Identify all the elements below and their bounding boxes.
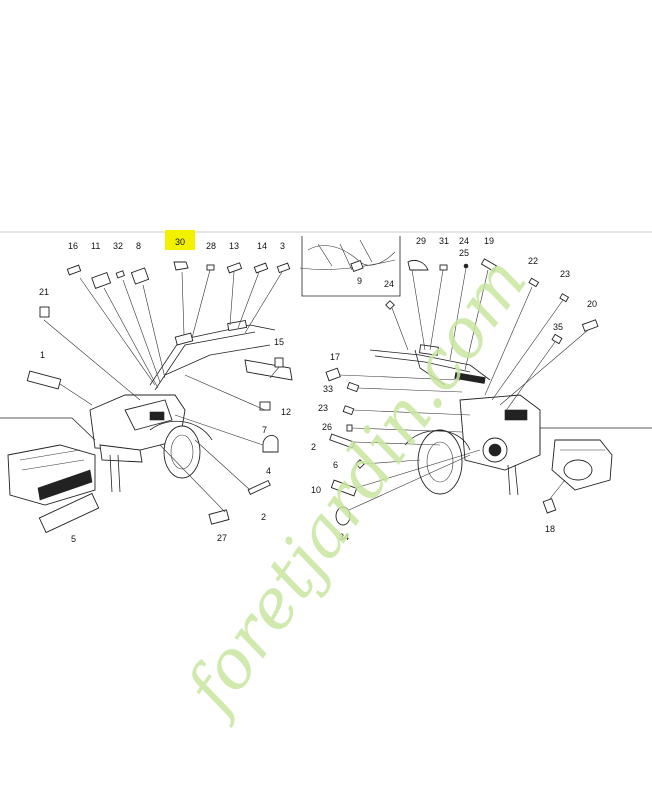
callout-2-left: 2 <box>261 512 266 522</box>
callout-26: 26 <box>322 422 332 432</box>
callout-31: 31 <box>439 236 449 246</box>
callout-2-right: 2 <box>311 442 316 452</box>
callout-labels: 16 11 32 8 30 28 13 14 3 21 1 15 7 12 4 … <box>39 236 597 544</box>
callout-10: 10 <box>311 485 321 495</box>
callout-27: 27 <box>217 533 227 543</box>
left-tiller-illustration <box>89 319 293 493</box>
callout-8: 8 <box>136 241 141 251</box>
callout-20: 20 <box>587 299 597 309</box>
callout-22: 22 <box>528 256 538 266</box>
callout-7: 7 <box>262 425 267 435</box>
callout-23-right: 23 <box>560 269 570 279</box>
callout-5: 5 <box>71 534 76 544</box>
callout-33: 33 <box>323 384 333 394</box>
inset-detail-9 <box>299 236 401 297</box>
inset-detail-5 <box>0 417 96 506</box>
callout-6: 6 <box>333 460 338 470</box>
callout-14: 14 <box>257 241 267 251</box>
watermark: foretjardin.com <box>169 243 543 730</box>
callout-35: 35 <box>553 322 563 332</box>
highlight-box <box>165 230 195 250</box>
callout-18: 18 <box>545 524 555 534</box>
decal-parts-left <box>26 261 291 534</box>
callout-32: 32 <box>113 241 123 251</box>
decal-parts-right <box>325 258 599 526</box>
watermark-text: foretjardin.com <box>169 243 543 730</box>
callout-15: 15 <box>274 337 284 347</box>
inset-detail-18 <box>539 427 652 491</box>
callout-34: 34 <box>339 532 349 542</box>
callout-19: 19 <box>484 236 494 246</box>
callout-21: 21 <box>39 287 49 297</box>
callout-13: 13 <box>229 241 239 251</box>
callout-4: 4 <box>266 466 271 476</box>
callout-29: 29 <box>416 236 426 246</box>
leader-lines <box>43 267 589 513</box>
callout-24-top: 24 <box>459 236 469 246</box>
callout-3: 3 <box>280 241 285 251</box>
callout-17: 17 <box>330 352 340 362</box>
callout-23-left: 23 <box>318 403 328 413</box>
callout-11: 11 <box>91 241 100 251</box>
callout-24-mid: 24 <box>384 279 394 289</box>
callout-30: 30 <box>175 237 185 247</box>
callout-12: 12 <box>281 407 291 417</box>
callout-1: 1 <box>40 350 45 360</box>
callout-9: 9 <box>357 276 362 286</box>
callout-25: 25 <box>459 248 469 258</box>
callout-28: 28 <box>206 241 216 251</box>
callout-16: 16 <box>68 241 78 251</box>
